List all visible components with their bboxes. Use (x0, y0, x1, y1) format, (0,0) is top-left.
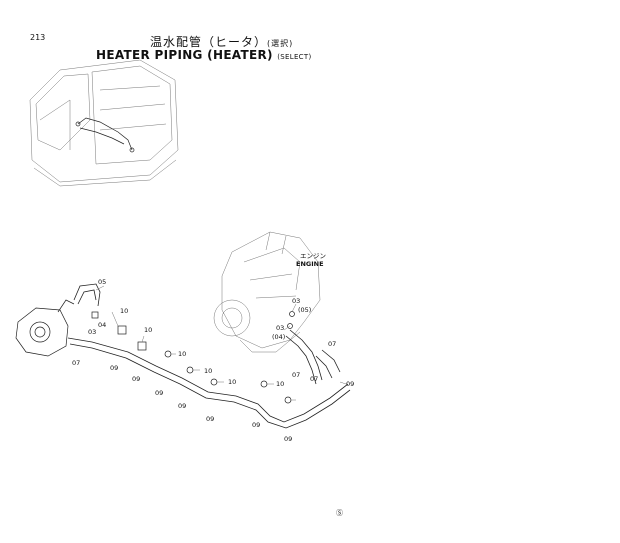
callout-09: 09 (206, 415, 214, 423)
heater-unit (15, 299, 75, 357)
callout-05: 05 (98, 278, 106, 286)
callout-09: 09 (178, 402, 186, 410)
callout-05-paren: (05) (298, 306, 311, 314)
callout-09: 09 (284, 435, 292, 443)
callout-04: 04 (98, 321, 106, 329)
title-japanese: 温水配管（ヒータ）(選択) (150, 33, 293, 50)
leader-lines (95, 285, 347, 401)
callout-labels: 05 03 04 07 10 10 09 10 09 10 09 09 10 1… (72, 278, 354, 443)
engine-label-jp: エンジン (300, 252, 326, 260)
callout-09: 09 (110, 364, 118, 372)
callout-09: 09 (132, 375, 140, 383)
callout-10: 10 (228, 378, 236, 386)
callout-10: 10 (204, 367, 212, 375)
callout-10: 10 (144, 326, 152, 334)
callout-09: 09 (155, 389, 163, 397)
callout-07: 07 (72, 359, 80, 367)
callout-03: 03 (88, 328, 96, 336)
engine-label-en: ENGINE (296, 260, 324, 268)
callout-09: 09 (346, 380, 354, 388)
heater-hose (67, 283, 351, 429)
title-en-main: HEATER PIPING (HEATER) (96, 48, 273, 62)
callout-09: 09 (252, 421, 260, 429)
callout-10: 10 (178, 350, 186, 358)
callout-03: 03 (276, 324, 284, 332)
corner-mark: Ⓢ (336, 509, 343, 517)
machine-overview-sketch (29, 59, 179, 187)
callout-10: 10 (120, 307, 128, 315)
callout-07: 07 (310, 375, 318, 383)
title-en-suffix: (SELECT) (277, 53, 312, 61)
callout-04-paren: (04) (272, 333, 285, 341)
title-english: HEATER PIPING (HEATER) (SELECT) (96, 48, 311, 62)
callout-10: 10 (276, 380, 284, 388)
page-number: 213 (30, 33, 46, 42)
callout-03: 03 (292, 297, 300, 305)
title-jp-suffix: (選択) (267, 39, 294, 48)
engine-sketch: エンジン ENGINE (213, 231, 326, 353)
callout-07: 07 (292, 371, 300, 379)
title-jp-main: 温水配管（ヒータ） (150, 35, 268, 49)
callout-07: 07 (328, 340, 336, 348)
